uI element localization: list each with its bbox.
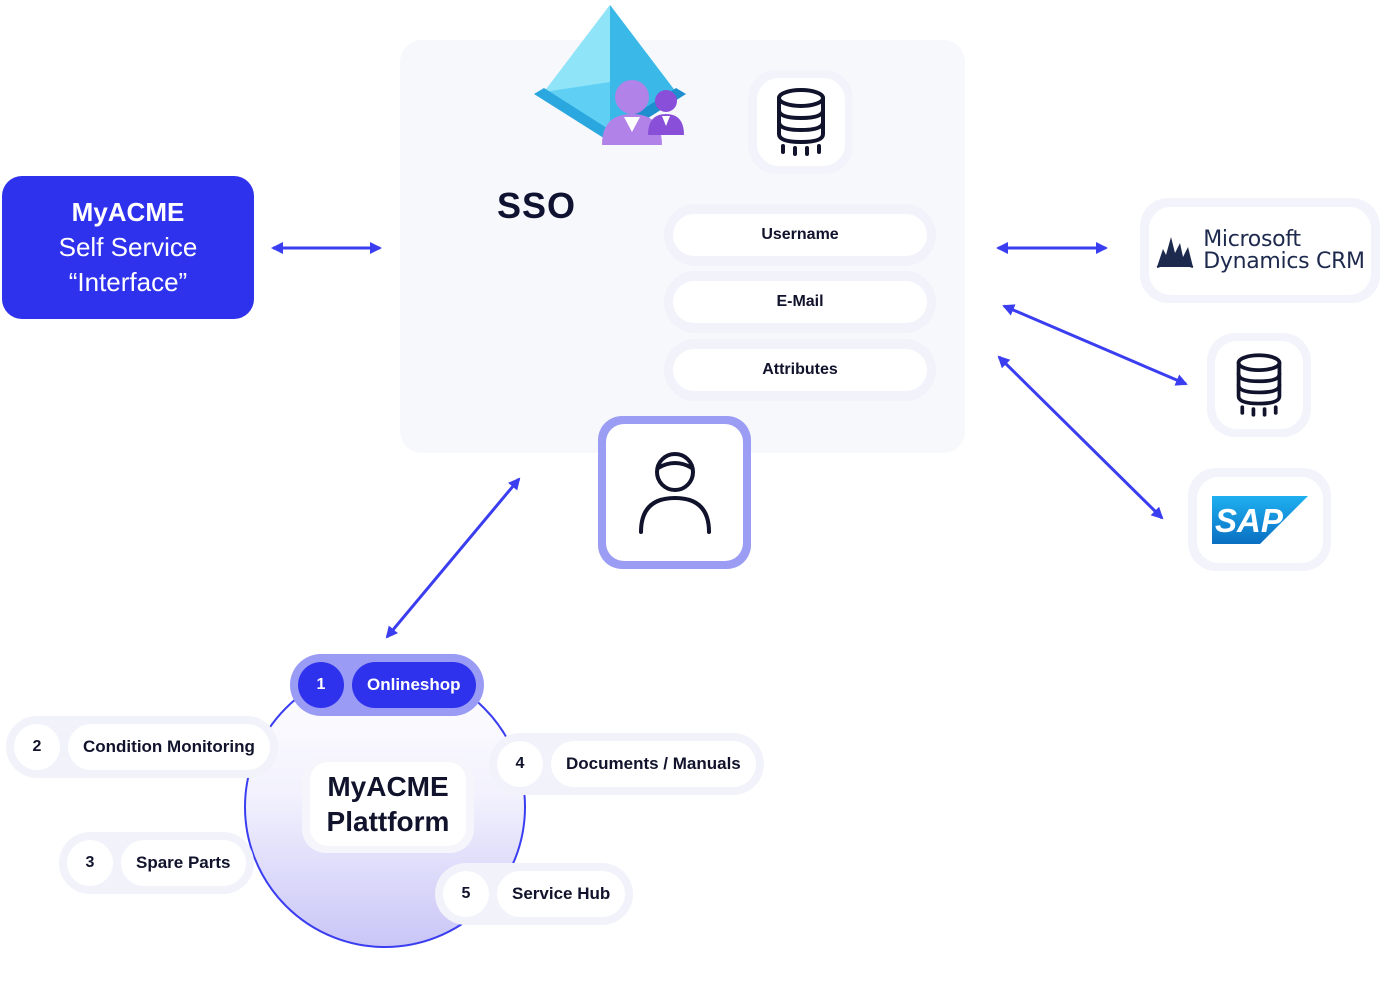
sap-box: SAP (1188, 468, 1331, 571)
database-icon (776, 88, 825, 156)
microsoft-dynamics-icon (1156, 236, 1194, 268)
module-condition-monitoring[interactable]: 2 Condition Monitoring (6, 716, 278, 778)
field-label: Attributes (673, 349, 927, 391)
module-number: 4 (497, 741, 543, 787)
module-onlineshop[interactable]: 1 Onlineshop (290, 654, 484, 716)
module-label: Condition Monitoring (68, 724, 270, 770)
field-username: Username (664, 204, 936, 266)
module-number: 3 (67, 840, 113, 886)
module-number: 2 (14, 724, 60, 770)
field-attributes: Attributes (664, 339, 936, 401)
module-label: Spare Parts (121, 840, 246, 886)
field-email: E-Mail (664, 271, 936, 333)
module-number: 5 (443, 871, 489, 917)
self-service-title: MyACME (71, 197, 185, 227)
user-box (598, 416, 751, 569)
platform-label: MyACME Plattform (302, 755, 474, 853)
field-label: Username (673, 214, 927, 256)
microsoft-dynamics-crm-box: Microsoft Dynamics CRM (1140, 198, 1380, 303)
module-documents-manuals[interactable]: 4 Documents / Manuals (489, 733, 764, 795)
field-label: E-Mail (673, 281, 927, 323)
module-service-hub[interactable]: 5 Service Hub (435, 863, 634, 925)
azure-ad-icon (534, 5, 686, 145)
sso-title: SSO (497, 185, 577, 226)
database-box-top (748, 70, 853, 174)
database-box-right (1207, 333, 1311, 437)
user-icon (638, 451, 711, 534)
module-spare-parts[interactable]: 3 Spare Parts (59, 832, 254, 894)
crm-title: Microsoft (1203, 226, 1301, 252)
arrow-sso-platform (385, 477, 521, 639)
platform-title: MyACME (327, 771, 449, 802)
sap-logo-icon: SAP (1211, 495, 1308, 544)
module-label: Onlineshop (352, 662, 476, 708)
platform-subtitle: Plattform (326, 806, 450, 837)
module-label: Service Hub (497, 871, 626, 917)
arrow-sso-database (1002, 304, 1188, 386)
module-label: Documents / Manuals (551, 741, 756, 787)
sap-logo-text: SAP (1215, 502, 1284, 539)
arrow-sso-sap (997, 355, 1164, 520)
module-number: 1 (298, 662, 344, 708)
self-service-interface: MyACME Self Service “Interface” (2, 176, 254, 319)
crm-subtitle: Dynamics CRM (1203, 248, 1365, 274)
self-service-interface-label: “Interface” (68, 267, 188, 297)
self-service-subtitle: Self Service (58, 232, 198, 262)
database-icon (1236, 353, 1282, 417)
